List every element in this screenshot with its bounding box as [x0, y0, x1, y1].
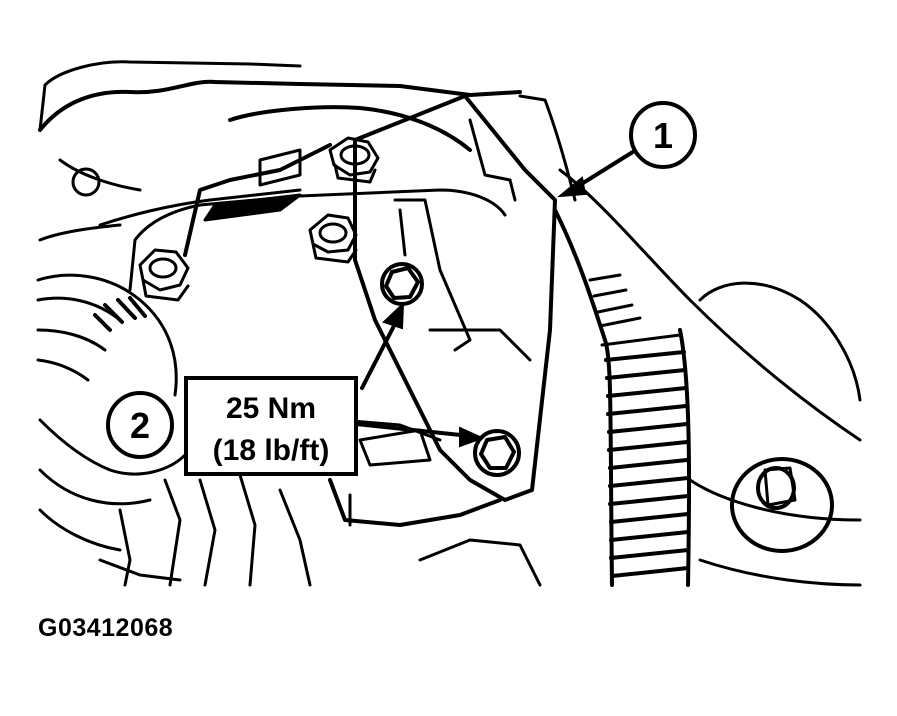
- callout-1-leader: [573, 148, 638, 190]
- engine-housing-upper: [38, 60, 302, 132]
- figure-id-code: G03412068: [38, 614, 174, 642]
- hose-ribs: [604, 350, 690, 578]
- corrugated-hose: [553, 208, 692, 587]
- leader-arrowheads: [382, 176, 587, 448]
- torque-imperial: (18 lb/ft): [213, 434, 330, 467]
- hex-bolt-top: [328, 136, 380, 184]
- callout-2-leader-upper: [360, 316, 400, 390]
- mount-boss: [730, 457, 834, 553]
- torque-metric: 25 Nm: [226, 392, 316, 425]
- leader-lines: [354, 148, 638, 438]
- engine-housing-contour: [38, 79, 522, 132]
- callout-1-number: 1: [653, 115, 673, 156]
- hex-bolt-left: [138, 248, 190, 302]
- torque-spec-box: 25 Nm (18 lb/ft): [184, 376, 358, 476]
- bracket-outline: [353, 94, 557, 502]
- callout-2-arrowhead-lower: [459, 426, 485, 448]
- hex-bolt-middle: [308, 213, 358, 264]
- callout-2-number: 2: [130, 405, 150, 446]
- callout-1-arrowhead: [556, 176, 587, 198]
- hose-upper-ribs: [588, 273, 642, 328]
- engine-cover-curve: [228, 105, 472, 152]
- lower-casting: [98, 418, 542, 587]
- pulley: [36, 273, 187, 552]
- callout-2: 2: [106, 391, 174, 459]
- torque-bolt-upper: [380, 262, 424, 306]
- callout-2-arrowhead-upper: [382, 301, 405, 330]
- torque-bolt-lower: [473, 429, 521, 477]
- callout-1: 1: [629, 101, 697, 169]
- callout-2-leader-lower: [354, 422, 472, 438]
- right-housing: [558, 168, 862, 442]
- boss-hole: [71, 167, 101, 197]
